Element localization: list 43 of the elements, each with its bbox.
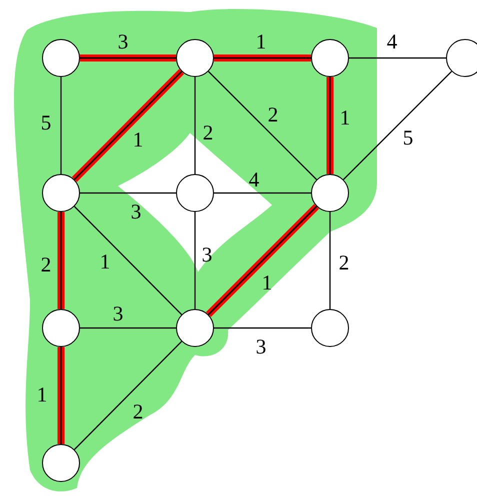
- edge-label: 5: [402, 128, 414, 148]
- highlighted-edge: [58, 212, 64, 309]
- edge-label: 1: [36, 384, 48, 406]
- edge-label: 1: [132, 130, 144, 150]
- edge: [343, 71, 452, 180]
- edge: [214, 192, 311, 194]
- edge-label: 4: [386, 32, 398, 52]
- edge: [349, 57, 446, 59]
- edge-label: 1: [256, 32, 266, 52]
- edge-label: 2: [132, 402, 144, 422]
- edge: [194, 77, 196, 174]
- edge-label: 4: [248, 170, 260, 190]
- edge-label: 1: [100, 252, 110, 272]
- edge-label: 1: [262, 272, 272, 294]
- edge-label: 2: [268, 104, 278, 126]
- highlighted-edge: [326, 77, 334, 174]
- edge: [80, 327, 176, 329]
- graph-vertex: [176, 174, 214, 212]
- highlighted-edge: [214, 54, 311, 62]
- edge-label: 2: [40, 254, 52, 276]
- edge: [194, 212, 196, 309]
- graph-vertex: [446, 39, 477, 77]
- edge: [74, 206, 182, 315]
- edge-label: 3: [130, 202, 142, 222]
- edge-label: 3: [256, 336, 266, 358]
- highlighted-edge: [206, 204, 320, 318]
- highlighted-edge: [72, 69, 184, 182]
- edge-label: 3: [118, 32, 128, 52]
- edge: [214, 327, 311, 329]
- edge-label: 3: [112, 304, 124, 324]
- edge-label: 2: [202, 122, 214, 144]
- edge: [74, 341, 182, 450]
- edge: [329, 212, 331, 309]
- highlighted-edge: [58, 347, 64, 444]
- edge: [60, 77, 62, 174]
- graph-vertex: [311, 309, 349, 347]
- edge-label: 1: [340, 108, 350, 128]
- edge-label: 3: [202, 244, 212, 266]
- highlighted-edge: [80, 54, 176, 62]
- edge: [80, 192, 176, 194]
- edge-label: 2: [338, 252, 350, 274]
- edge: [208, 71, 317, 180]
- edge-label: 5: [40, 112, 52, 134]
